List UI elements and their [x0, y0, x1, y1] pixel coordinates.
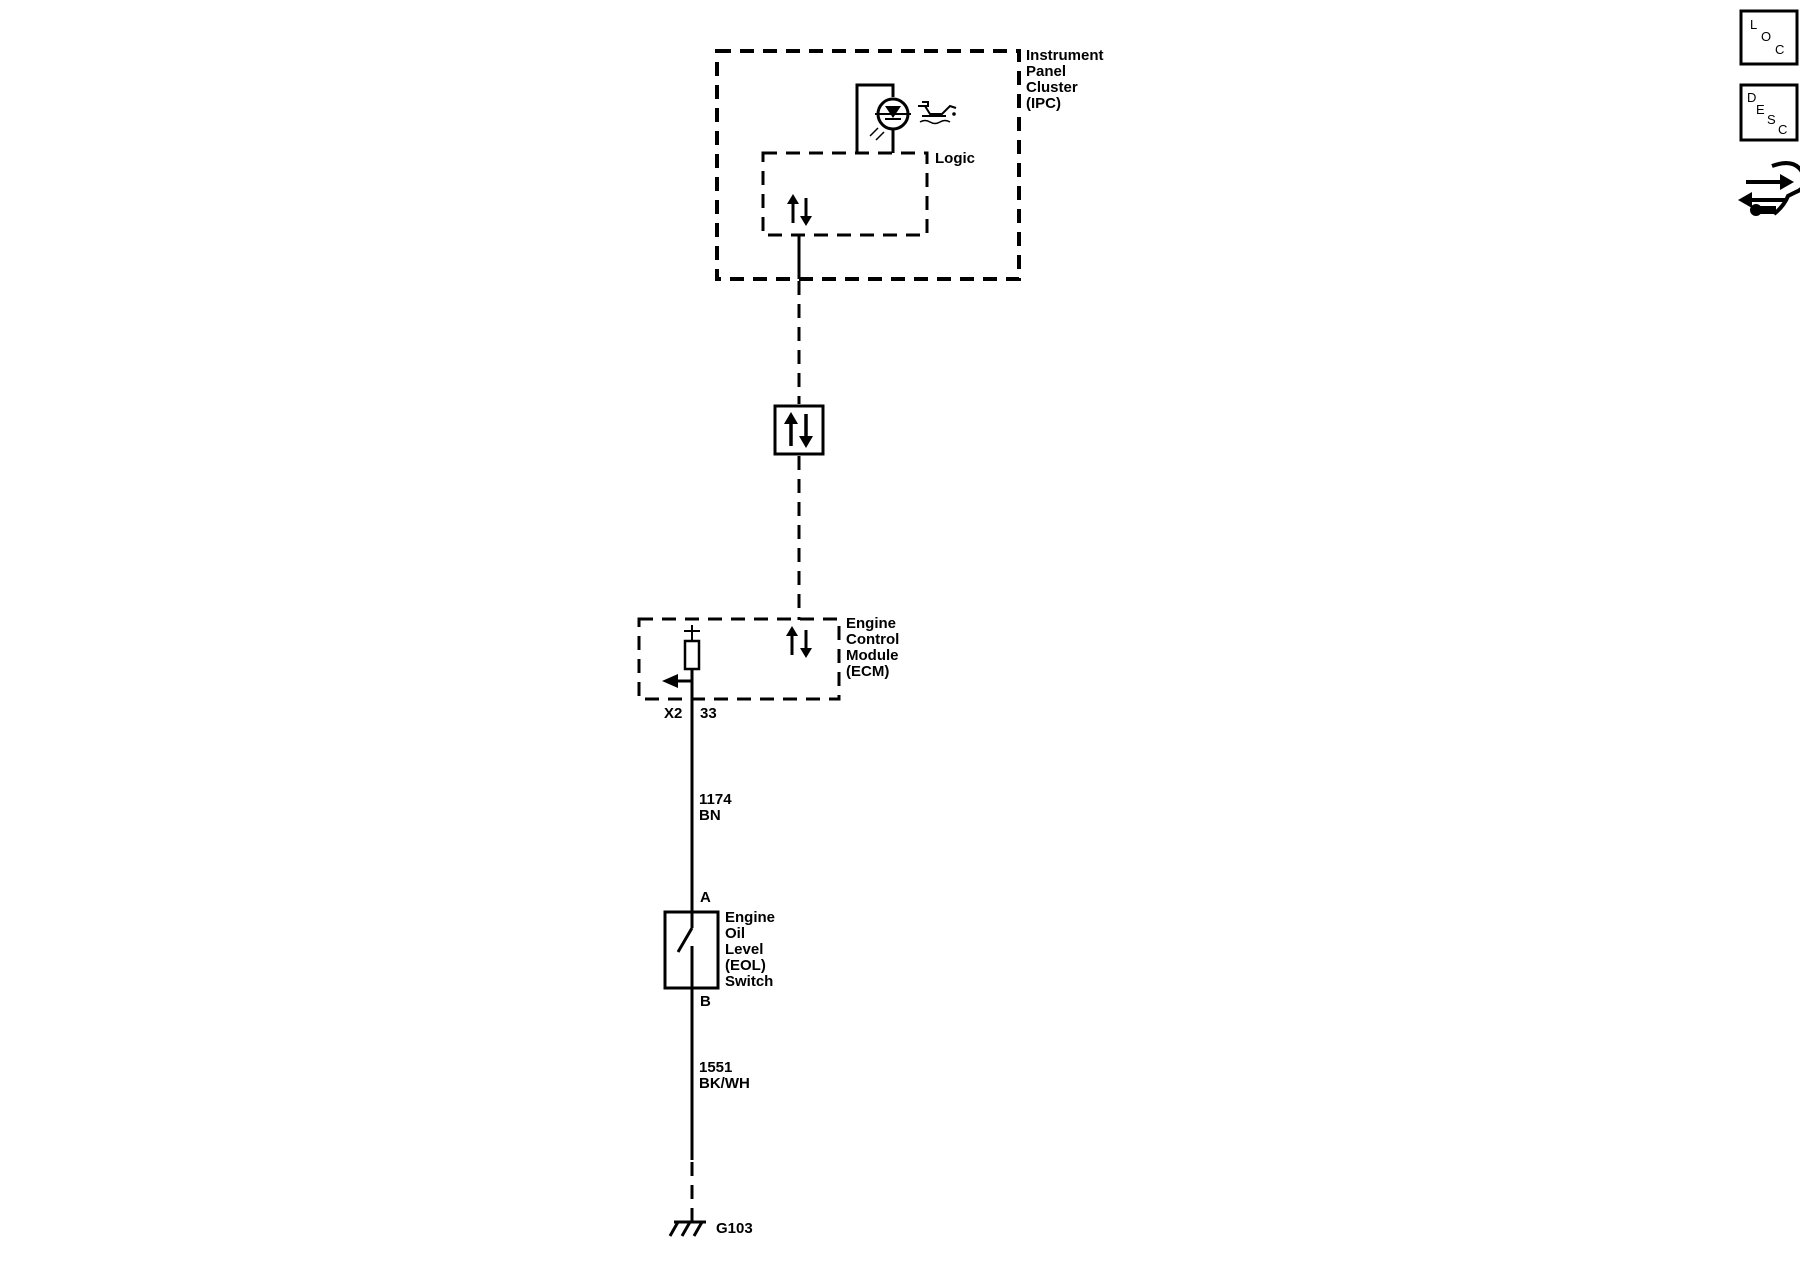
eol-switch-label: Engine Oil Level (EOL) Switch: [725, 909, 779, 990]
ipc-module: Instrument Panel Cluster (IPC) Logic: [715, 47, 1108, 281]
ground-symbol-icon: [668, 1220, 706, 1237]
ecm-label: Engine Control Module (ECM): [846, 615, 904, 680]
eol-switch: [663, 910, 720, 990]
ground-label: G103: [716, 1220, 753, 1237]
input-signal-arrow-icon: [662, 674, 692, 688]
ipc-boundary: [715, 49, 1021, 281]
component-description-icon[interactable]: D E S C: [1739, 83, 1799, 142]
svg-text:O: O: [1761, 29, 1771, 44]
svg-text:L: L: [1750, 17, 1757, 32]
ecm-data-arrows-icon: [786, 626, 812, 658]
ecm-module: Engine Control Module (ECM): [637, 615, 904, 701]
oil-level-indicator-lamp-icon: [855, 83, 911, 153]
svg-text:E: E: [1756, 102, 1765, 117]
svg-text:C: C: [1775, 42, 1784, 57]
oil-can-icon: [918, 101, 957, 125]
logic-label: Logic: [935, 150, 975, 167]
pull-up-resistor-icon: [683, 625, 701, 681]
svg-text:C: C: [1778, 122, 1787, 137]
ecm-connector-label: X2: [664, 705, 682, 722]
wire-1174-label: 1174 BN: [699, 791, 736, 824]
wire-1551-label: 1551 BK/WH: [699, 1059, 750, 1092]
switch-contact-icon: [676, 927, 694, 953]
logic-boundary: [761, 151, 929, 237]
ipc-label: Instrument Panel Cluster (IPC): [1026, 47, 1108, 112]
serial-data-arrows-icon: [787, 194, 812, 226]
switch-terminal-a: A: [700, 889, 711, 906]
serial-data-symbol-icon: [773, 404, 825, 456]
switch-terminal-b: B: [700, 993, 711, 1010]
svg-text:D: D: [1747, 90, 1756, 105]
connector-repair-icon[interactable]: [1738, 161, 1800, 216]
svg-text:S: S: [1767, 112, 1776, 127]
ecm-boundary: [637, 617, 841, 701]
ecm-pin-label: 33: [700, 705, 717, 722]
component-locator-icon[interactable]: L O C: [1739, 9, 1799, 66]
